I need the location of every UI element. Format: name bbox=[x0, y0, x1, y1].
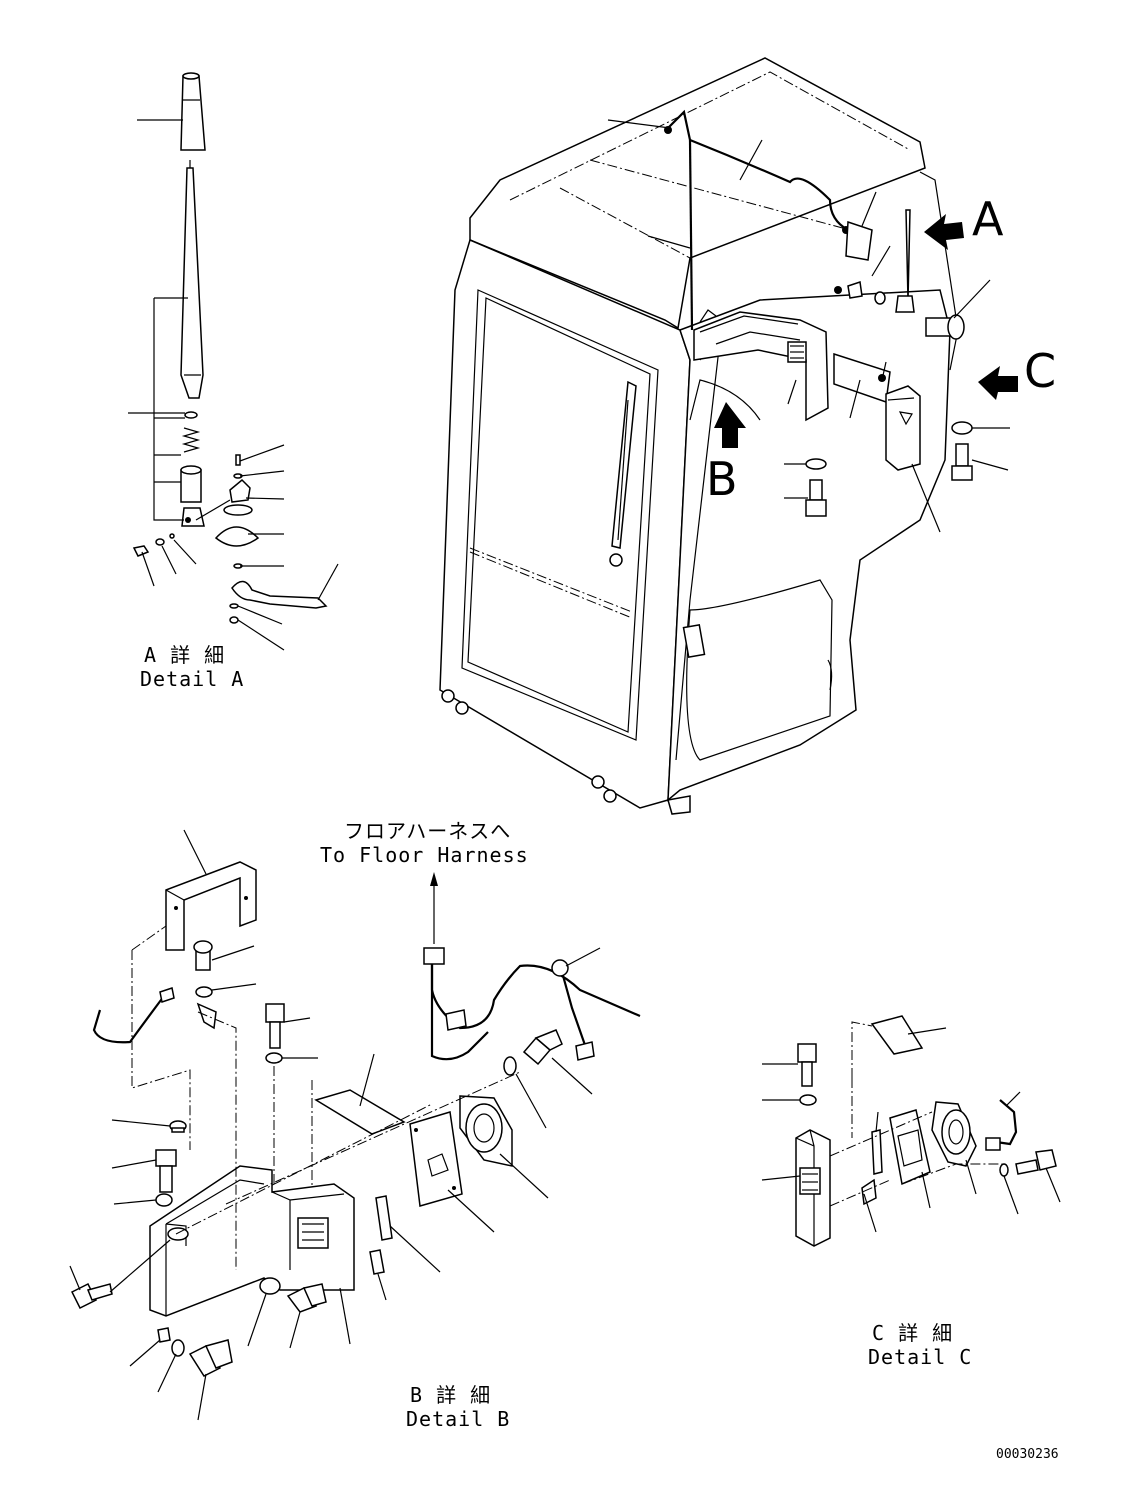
arrow-c bbox=[978, 366, 1018, 400]
detail-b-assembly bbox=[69, 829, 641, 1421]
antenna-bracket bbox=[229, 478, 251, 503]
antenna-sleeve bbox=[180, 469, 202, 503]
speaker-bracket-top bbox=[165, 861, 257, 951]
detail-a-title-jp: A 詳 細 bbox=[144, 643, 226, 667]
wiper bbox=[609, 380, 637, 567]
detail-c-assembly bbox=[761, 1015, 1061, 1247]
antenna-base bbox=[214, 526, 260, 547]
detail-a-title-en: Detail A bbox=[140, 667, 245, 691]
speaker-unit-c bbox=[931, 1101, 977, 1167]
washer bbox=[805, 458, 827, 470]
bolt-c-detail bbox=[797, 1043, 817, 1087]
cab-side-bolt bbox=[925, 314, 965, 340]
antenna-rod bbox=[180, 167, 204, 399]
speaker-grille-b bbox=[409, 1111, 463, 1207]
bolt-c-side bbox=[1015, 1149, 1057, 1175]
detail-c-title-en: Detail C bbox=[868, 1345, 973, 1369]
detail-a-antenna-assembly bbox=[128, 72, 339, 651]
floor-harness-label-en: To Floor Harness bbox=[320, 843, 529, 867]
speaker-unit-b bbox=[459, 1095, 513, 1167]
cab-front-side bbox=[667, 289, 951, 802]
view-marker-b: B bbox=[706, 452, 738, 506]
detail-a-leaders bbox=[128, 119, 339, 651]
detail-b-title-jp: B 詳 細 bbox=[410, 1383, 492, 1407]
bolt-b-mid bbox=[286, 1283, 327, 1313]
plate-c bbox=[870, 1015, 924, 1055]
cab-speaker-box-b bbox=[693, 309, 829, 422]
cab-assembly bbox=[439, 57, 1018, 815]
speaker-grille-c bbox=[889, 1109, 931, 1186]
ground-cable bbox=[231, 580, 328, 609]
arrow-a bbox=[924, 214, 964, 250]
speaker-box-c bbox=[795, 1129, 831, 1247]
mounting-plate bbox=[314, 1089, 406, 1135]
ground-wire bbox=[92, 995, 165, 1044]
roof-harness bbox=[664, 109, 861, 331]
cab-roof bbox=[469, 57, 926, 330]
wire-c bbox=[995, 1099, 1018, 1146]
detail-b-title-en: Detail B bbox=[406, 1407, 511, 1431]
cab-left-side bbox=[439, 238, 691, 809]
cab-leaders bbox=[607, 119, 1010, 533]
speaker-harness bbox=[423, 947, 641, 1061]
arrow-b bbox=[714, 402, 746, 448]
floor-harness-label-jp: フロアハーネスへ bbox=[344, 819, 512, 843]
bolt-c bbox=[951, 443, 973, 481]
bolt-b-bottom bbox=[188, 1339, 233, 1377]
detail-c-title-jp: C 詳 細 bbox=[872, 1321, 954, 1345]
antenna-cap bbox=[180, 75, 206, 151]
view-marker-c: C bbox=[1024, 344, 1057, 398]
bolt-b bbox=[522, 1029, 563, 1066]
detail-c-leaders bbox=[761, 1027, 1061, 1233]
washer-c bbox=[951, 421, 973, 435]
speaker-box-b bbox=[149, 1165, 355, 1317]
drawing-number: 00030236 bbox=[996, 1447, 1059, 1462]
detail-b-leaders bbox=[69, 829, 601, 1421]
spring bbox=[181, 427, 201, 453]
cab-antenna bbox=[834, 209, 915, 313]
bolt bbox=[805, 479, 827, 517]
view-marker-a: A bbox=[972, 192, 1004, 246]
